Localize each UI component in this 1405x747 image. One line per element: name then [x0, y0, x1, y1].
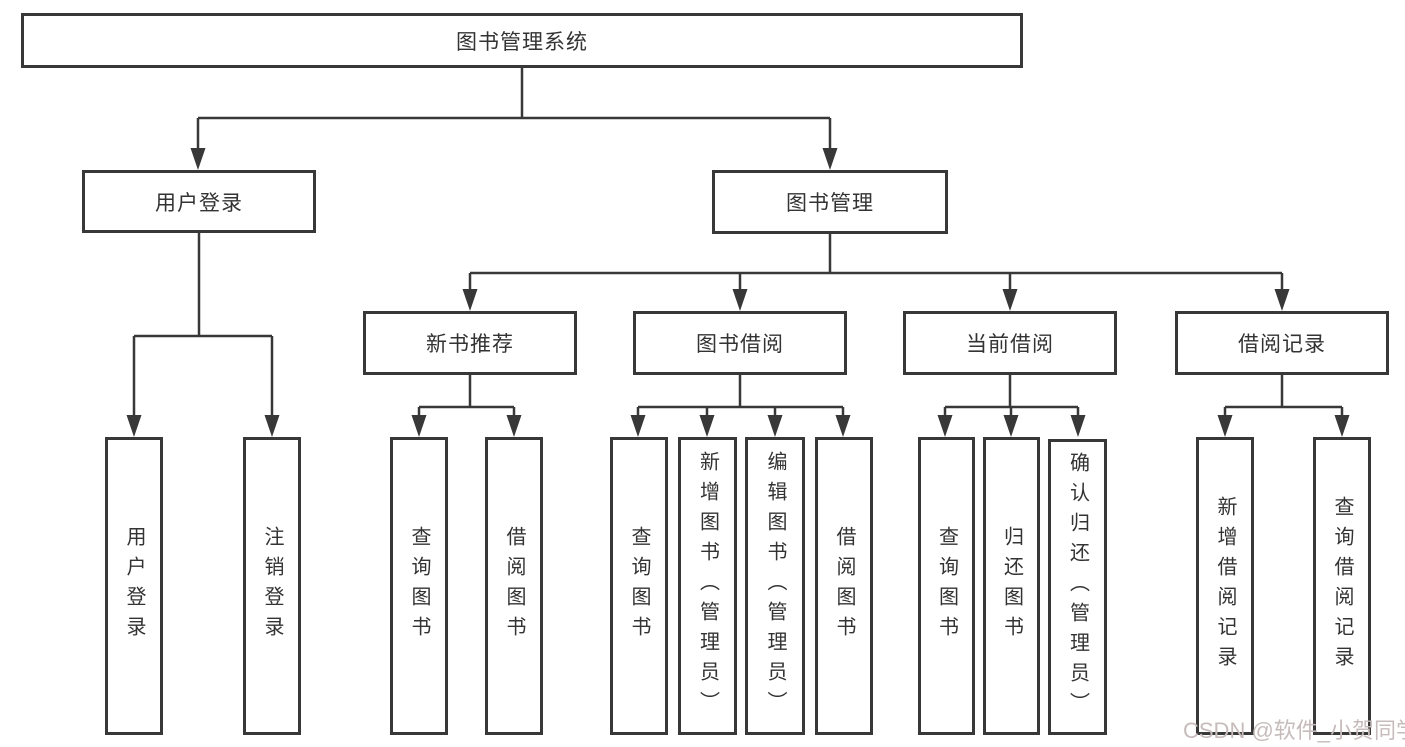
node-label: 新增借阅记录 — [1214, 496, 1236, 676]
node-label: 查询图书 — [935, 526, 958, 646]
node-label: 新书推荐 — [426, 333, 514, 356]
node-label: 借阅图书 — [503, 526, 525, 646]
node-label: 查询图书 — [408, 526, 430, 646]
leaf-confirm-return-admin: 确认归还（管理员） — [1048, 439, 1107, 735]
node-label: 用户登录 — [123, 526, 145, 646]
node-label: 借阅记录 — [1238, 333, 1326, 356]
node-label: 图书借阅 — [696, 333, 784, 356]
node-new-book-recommendation: 新书推荐 — [363, 311, 577, 375]
node-root-library-system: 图书管理系统 — [21, 13, 1023, 68]
node-label: 用户登录 — [155, 191, 243, 215]
leaf-query-borrow-record: 查询借阅记录 — [1313, 437, 1371, 735]
node-label: 图书管理系统 — [456, 30, 588, 54]
node-book-management: 图书管理 — [712, 170, 948, 234]
node-label: 查询图书 — [628, 526, 650, 646]
node-label: 当前借阅 — [966, 333, 1054, 356]
node-borrowing-records: 借阅记录 — [1175, 311, 1389, 375]
node-label: 新增图书（管理员） — [696, 451, 719, 721]
node-label: 图书管理 — [786, 192, 874, 215]
leaf-query-books-current: 查询图书 — [918, 437, 975, 735]
node-label: 归还图书 — [1000, 526, 1023, 646]
node-label: 编辑图书（管理员） — [764, 451, 786, 721]
node-book-borrowing: 图书借阅 — [633, 311, 847, 375]
node-label: 查询借阅记录 — [1331, 496, 1353, 676]
leaf-logout: 注销登录 — [243, 437, 301, 735]
leaf-user-login: 用户登录 — [105, 437, 163, 735]
csdn-watermark: CSDN @软件_小贺同学 — [1183, 718, 1405, 743]
leaf-query-books-recommend: 查询图书 — [390, 437, 448, 735]
leaf-add-books-admin: 新增图书（管理员） — [678, 437, 737, 735]
leaf-query-books-borrow: 查询图书 — [610, 437, 668, 735]
leaf-borrow-books-recommend: 借阅图书 — [485, 437, 543, 735]
leaf-edit-books-admin: 编辑图书（管理员） — [745, 437, 805, 735]
node-current-borrowing: 当前借阅 — [903, 311, 1117, 375]
node-label: 注销登录 — [261, 526, 283, 646]
node-label: 确认归还（管理员） — [1066, 452, 1089, 722]
leaf-borrow-books: 借阅图书 — [815, 437, 873, 735]
node-label: 借阅图书 — [833, 526, 855, 646]
leaf-return-books: 归还图书 — [983, 437, 1040, 735]
node-user-login: 用户登录 — [82, 170, 316, 233]
leaf-add-borrow-record: 新增借阅记录 — [1196, 437, 1254, 735]
